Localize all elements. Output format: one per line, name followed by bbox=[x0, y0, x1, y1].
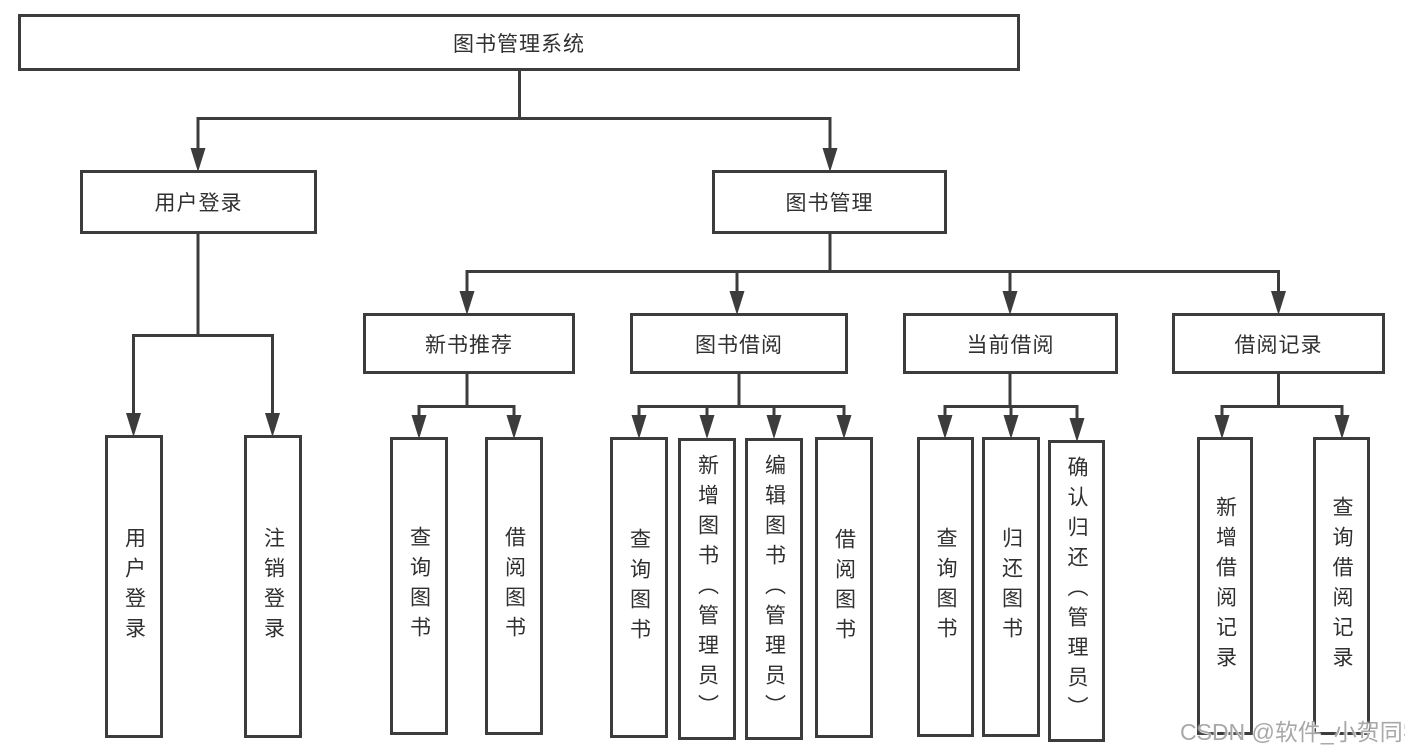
node-current-borrowing-label: 当前借阅 bbox=[966, 333, 1055, 357]
leaf-current-return-books-label: 归还图书 bbox=[999, 527, 1023, 647]
leaf-recommend-borrow-books: 借阅图书 bbox=[485, 437, 543, 735]
arrow-down-icon bbox=[411, 415, 427, 439]
node-current-borrowing: 当前借阅 bbox=[903, 313, 1118, 374]
leaf-borrow-borrow-books-label: 借阅图书 bbox=[832, 527, 856, 648]
leaf-records-query-record: 查询借阅记录 bbox=[1313, 437, 1370, 735]
leaf-user-login: 用户登录 bbox=[105, 435, 163, 738]
node-book-borrowing: 图书借阅 bbox=[630, 313, 848, 374]
arrow-down-icon bbox=[265, 413, 280, 437]
leaf-borrow-add-books-admin: 新增图书（管理员） bbox=[678, 438, 736, 740]
node-user-login-label: 用户登录 bbox=[154, 192, 243, 215]
arrow-down-icon bbox=[126, 413, 141, 437]
arrow-down-icon bbox=[1069, 418, 1085, 442]
leaf-current-query-books: 查询图书 bbox=[917, 437, 974, 737]
leaf-borrow-add-books-admin-label: 新增图书（管理员） bbox=[695, 454, 719, 724]
leaf-logout-label: 注销登录 bbox=[261, 526, 285, 647]
leaf-recommend-query-books-label: 查询图书 bbox=[407, 526, 431, 646]
leaf-borrow-query-books-label: 查询图书 bbox=[627, 527, 651, 648]
leaf-borrow-edit-books-admin-label: 编辑图书（管理员） bbox=[762, 454, 786, 724]
arrow-down-icon bbox=[822, 148, 838, 172]
leaf-recommend-query-books: 查询图书 bbox=[390, 437, 448, 735]
node-library-system-label: 图书管理系统 bbox=[453, 32, 585, 56]
tree-edges bbox=[132, 70, 1344, 429]
leaf-current-confirm-return-admin: 确认归还（管理员） bbox=[1048, 440, 1105, 742]
leaf-borrow-edit-books-admin: 编辑图书（管理员） bbox=[745, 438, 803, 740]
node-user-login: 用户登录 bbox=[80, 170, 317, 234]
leaf-borrow-borrow-books: 借阅图书 bbox=[815, 437, 873, 738]
leaf-records-query-record-label: 查询借阅记录 bbox=[1330, 496, 1353, 676]
leaf-logout: 注销登录 bbox=[244, 435, 302, 738]
leaf-current-confirm-return-admin-label: 确认归还（管理员） bbox=[1065, 456, 1088, 726]
leaf-records-add-record: 新增借阅记录 bbox=[1197, 437, 1253, 735]
node-new-book-recommend-label: 新书推荐 bbox=[425, 333, 513, 357]
leaf-user-login-label: 用户登录 bbox=[122, 526, 146, 647]
leaf-records-add-record-label: 新增借阅记录 bbox=[1213, 496, 1237, 676]
leaf-recommend-borrow-books-label: 借阅图书 bbox=[502, 526, 526, 646]
csdn-watermark: CSDN @软件_小贺同学 bbox=[1180, 719, 1405, 745]
node-new-book-recommend: 新书推荐 bbox=[363, 313, 575, 374]
arrow-down-icon bbox=[459, 291, 475, 315]
arrow-down-icon bbox=[506, 415, 522, 439]
node-book-management: 图书管理 bbox=[712, 170, 947, 234]
node-borrowing-records: 借阅记录 bbox=[1172, 313, 1385, 374]
arrow-down-icon bbox=[1334, 415, 1350, 439]
arrow-down-icon bbox=[699, 415, 715, 439]
leaf-current-query-books-label: 查询图书 bbox=[934, 527, 957, 647]
leaf-current-return-books: 归还图书 bbox=[982, 437, 1040, 737]
arrow-down-icon bbox=[729, 291, 745, 315]
leaf-borrow-query-books: 查询图书 bbox=[610, 437, 668, 738]
arrow-down-icon bbox=[1271, 291, 1286, 315]
node-book-management-label: 图书管理 bbox=[785, 192, 874, 215]
arrow-down-icon bbox=[1214, 415, 1230, 439]
arrow-down-icon bbox=[1002, 291, 1018, 315]
arrow-down-icon bbox=[836, 415, 852, 439]
node-borrowing-records-label: 借阅记录 bbox=[1234, 333, 1323, 357]
arrow-down-icon bbox=[937, 415, 953, 439]
node-book-borrowing-label: 图书借阅 bbox=[695, 333, 783, 357]
arrow-down-icon bbox=[190, 148, 206, 172]
node-library-system: 图书管理系统 bbox=[18, 14, 1020, 71]
arrow-down-icon bbox=[631, 415, 647, 439]
arrow-down-icon bbox=[766, 415, 782, 439]
arrow-down-icon bbox=[1003, 415, 1019, 439]
